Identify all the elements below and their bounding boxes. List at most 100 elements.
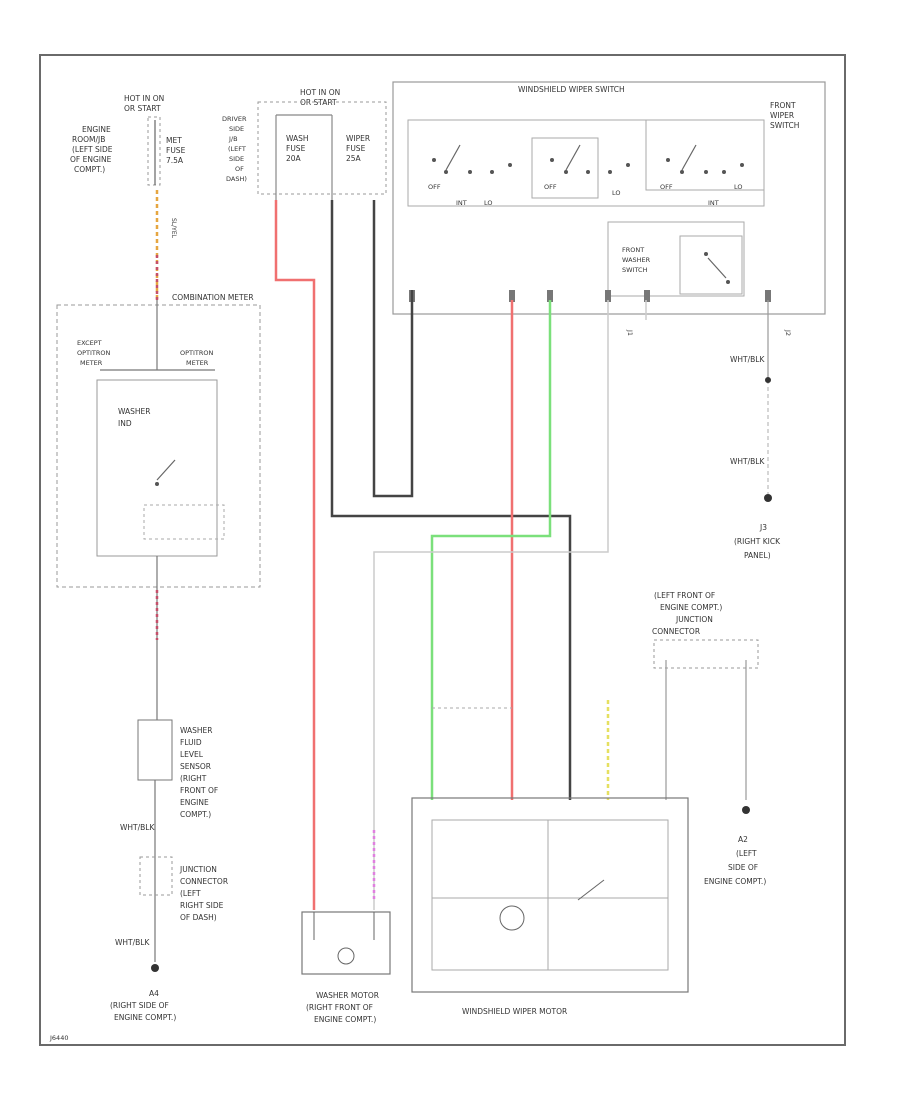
junction-left-label-4: RIGHT SIDE [180,901,224,910]
driver-jb-label-7: DASH) [226,175,247,183]
washer-ind-label-1: WASHER [118,407,151,416]
wiper-switch-title: WINDSHIELD WIPER SWITCH [518,85,625,94]
red-wire-washer [274,200,316,910]
washer-motor-label-1: WASHER MOTOR [316,991,379,1000]
washer-sensor-label-2: FLUID [180,738,202,747]
washer-switch-outline [607,221,745,297]
front-washer-switch-label-1: FRONT [622,246,644,254]
except-optitron-label-3: METER [80,359,103,367]
washer-sensor-label-5: (RIGHT [180,774,207,783]
j3-wire-code-2: WHT/BLK [730,457,765,466]
wash-fuse-label-2: FUSE [286,144,306,153]
junction-left-label-5: OF DASH) [180,913,217,922]
switch-pos-lo-3: LO [734,183,743,191]
washer-sensor-label-8: COMPT.) [180,810,211,819]
driver-jb-label-2: SIDE [229,125,244,133]
green-wire [430,300,552,800]
washer-ind-label-2: IND [118,419,132,428]
front-washer-switch-label-2: WASHER [622,256,651,264]
hot-label-left-1: HOT IN ON [124,94,164,103]
junction-left-label-1: JUNCTION [179,865,217,874]
wiper-switch-contacts-box [407,119,765,207]
footer-code: J6440 [49,1034,68,1042]
engine-room-jb-label-2: ROOM/JB [72,135,105,144]
connector-j1-label: J1 [626,329,634,336]
switch-pos-off-1: OFF [428,183,441,191]
engine-room-jb-label-5: COMPT.) [74,165,105,174]
black-wire-2 [330,200,572,800]
driver-jb-label-4: (LEFT [228,145,246,153]
wire-code-left: SL/YEL [170,218,177,239]
ground-a2-label-1: A2 [738,835,748,844]
main-wires [274,200,769,910]
junction-left-label-3: (LEFT [180,889,201,898]
jc-right-label-3: JUNCTION [675,615,713,624]
jc-right-label-1: (LEFT FRONT OF [654,591,715,600]
washer-sensor-label-6: FRONT OF [180,786,218,795]
wiper-motor-box [411,797,689,993]
met-fuse-label-3: 7.5A [166,156,184,165]
wash-fuse-label-3: 20A [286,154,302,163]
front-washer-switch-label-3: SWITCH [622,266,648,274]
met-fuse-label-2: FUSE [166,146,186,155]
engine-room-jb-label-3: (LEFT SIDE [72,145,113,154]
ground-j3-label-2: (RIGHT KICK [734,537,781,546]
optitron-label-1: OPTITRON [180,349,214,357]
optitron-label-2: METER [186,359,209,367]
driver-jb-outline [257,101,387,195]
ground-a2-label-3: SIDE OF [728,863,758,872]
front-wiper-switch-label-3: SWITCH [770,121,799,130]
wiper-switch-section: WINDSHIELD WIPER SWITCH FRONT WIPER SWIT… [392,81,826,336]
connector-j2-label: J2 [784,329,792,336]
washer-sensor-label-4: SENSOR [180,762,211,771]
white-wire-washer [373,300,609,910]
wiper-fuse-label-3: 25A [346,154,362,163]
ground-j3-symbol [764,494,772,502]
ground-wire-code-a4: WHT/BLK [120,823,155,832]
ground-a2-label-4: ENGINE COMPT.) [704,877,766,886]
wiper-motor-section: WINDSHIELD WIPER MOTOR [411,797,689,1016]
front-wiper-switch-label-1: FRONT [770,101,796,110]
wash-fuse-label-1: WASH [286,134,309,143]
right-ground-section: WHT/BLK WHT/BLK J3 (RIGHT KICK PANEL) (L… [652,355,781,886]
wiper-fuse-label-2: FUSE [346,144,366,153]
combination-meter-outline [56,304,261,588]
front-wiper-switch-label-2: WIPER [770,111,794,120]
ground-a2-label-2: (LEFT [736,849,757,858]
engine-room-jb-label-1: ENGINE [82,125,111,134]
diagram-frame [39,54,846,1046]
wiper-motor-label: WINDSHIELD WIPER MOTOR [462,1007,567,1016]
washer-sensor-label-3: LEVEL [180,750,204,759]
driver-jb-label-5: SIDE [229,155,244,163]
washer-sensor-label-1: WASHER [180,726,213,735]
washer-motor-box [301,911,391,975]
engine-room-jb-label-4: OF ENGINE [70,155,112,164]
met-fuse-label-1: MET [166,136,182,145]
engine-room-jb-outline [147,116,161,186]
switch-pos-lo-1: LO [484,199,493,207]
ground-a4-symbol [151,964,159,972]
ground-j3-label-3: PANEL) [744,551,771,560]
washer-motor-label-2: (RIGHT FRONT OF [306,1003,373,1012]
washer-motor-label-3: ENGINE COMPT.) [314,1015,376,1024]
jc-right-label-4: CONNECTOR [652,627,700,636]
ground-j3-label-1: J3 [759,523,767,532]
combination-meter-section: COMBINATION METER EXCEPT OPTITRON METER … [56,293,261,720]
driver-jb-label-6: OF [235,165,244,173]
washer-sensor-label-7: ENGINE [180,798,209,807]
black-wire-1 [372,200,414,498]
switch-pos-lo-2: LO [612,189,621,197]
ground-wire-code-a4-2: WHT/BLK [115,938,150,947]
ground-a4-label-2: (RIGHT SIDE OF [110,1001,169,1010]
j3-wire-code-1: WHT/BLK [730,355,765,364]
switch-pos-int-2: INT [708,199,719,207]
except-optitron-label-1: EXCEPT [77,339,102,347]
switch-pos-off-2: OFF [544,183,557,191]
jc-right-label-2: ENGINE COMPT.) [660,603,722,612]
switch-pos-int-1: INT [456,199,467,207]
washer-motor-section: WASHER MOTOR (RIGHT FRONT OF ENGINE COMP… [301,911,391,1024]
meter-inner-box [96,379,218,557]
driver-jb-section: HOT IN ON OR START DRIVER SIDE J/B (LEFT… [222,88,387,200]
jc-right-box [653,639,759,669]
